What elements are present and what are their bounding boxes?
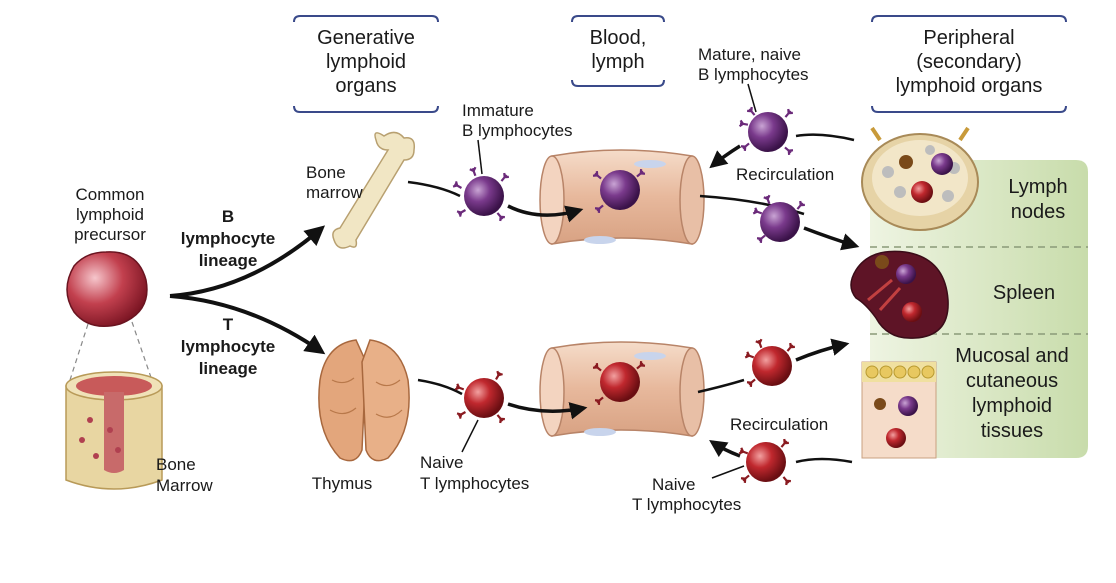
zoom-line bbox=[69, 323, 89, 381]
header-line: Peripheral bbox=[923, 27, 1014, 49]
precursor-cell-icon bbox=[66, 251, 148, 327]
label-line: Bone bbox=[156, 455, 196, 474]
label-line: lymphocyte bbox=[181, 229, 275, 248]
header-generative: Generative lymphoid organs bbox=[293, 15, 439, 113]
pointer-line bbox=[711, 465, 745, 479]
t-lineage-label: T lymphocyte lineage bbox=[181, 315, 275, 378]
flow-arrow bbox=[507, 204, 584, 223]
label-line: Marrow bbox=[156, 476, 213, 495]
bracket-bottom bbox=[571, 79, 665, 87]
b-cell-in-vessel bbox=[591, 168, 647, 214]
thymus-icon bbox=[318, 339, 410, 462]
label-line: lineage bbox=[199, 251, 258, 270]
label-line: lymphocyte bbox=[181, 337, 275, 356]
flow-arrow bbox=[803, 226, 860, 251]
pointer-line bbox=[461, 419, 479, 453]
spleen-label: Spleen bbox=[993, 282, 1055, 304]
label-line: Naive bbox=[652, 475, 695, 494]
recirculation-arrow bbox=[709, 144, 741, 169]
naive-t-left-label: Naive T lymphocytes bbox=[420, 453, 529, 493]
t-lineage-arrow bbox=[169, 294, 326, 355]
mature-b-cell-lower bbox=[752, 194, 806, 244]
pointer-line bbox=[477, 139, 483, 175]
naive-t-cell-left bbox=[454, 369, 506, 425]
t-cell-in-vessel bbox=[591, 360, 647, 406]
recirculation-bottom-label: Recirculation bbox=[730, 415, 828, 434]
label-line: B lymphocytes bbox=[698, 65, 809, 84]
recirculation-top-label: Recirculation bbox=[736, 165, 834, 184]
flow-arrow bbox=[507, 402, 588, 420]
organ-label-line: tissues bbox=[981, 420, 1043, 442]
label-line: marrow bbox=[306, 183, 363, 202]
flow-line bbox=[795, 457, 853, 464]
bone-marrow-section-icon bbox=[65, 371, 163, 490]
common-lymphoid-precursor-label: Common lymphoid precursor bbox=[74, 185, 146, 244]
label-line: T bbox=[223, 315, 234, 334]
naive-t-cell-upper-right bbox=[744, 338, 796, 388]
label-line: B lymphocytes bbox=[462, 121, 573, 140]
bone-icon bbox=[332, 131, 416, 249]
label-line: lymphoid bbox=[76, 205, 144, 224]
naive-t-cell-recirculating bbox=[738, 437, 792, 487]
label-line: B bbox=[222, 207, 234, 226]
organ-label-line: Mucosal and bbox=[955, 345, 1068, 367]
bracket-bottom bbox=[871, 105, 1067, 113]
b-lineage-arrow bbox=[169, 225, 326, 298]
pointer-line bbox=[747, 83, 757, 113]
organ-label-line: cutaneous bbox=[966, 370, 1058, 392]
label-line: Bone bbox=[306, 163, 346, 182]
lymph-node-icon bbox=[861, 126, 979, 231]
bracket-top bbox=[293, 15, 439, 23]
organ-label-line: Lymph bbox=[1008, 176, 1067, 198]
label-line: T lymphocytes bbox=[420, 474, 529, 493]
label-line: T lymphocytes bbox=[632, 495, 741, 514]
header-line: Generative bbox=[317, 27, 415, 49]
label-line: lineage bbox=[199, 359, 258, 378]
flow-line bbox=[407, 180, 461, 198]
organ-label-line: nodes bbox=[1011, 201, 1066, 223]
label-line: Mature, naive bbox=[698, 45, 801, 64]
bone-marrow-bottom-label: Bone Marrow bbox=[156, 455, 213, 495]
header-line: lymphoid bbox=[326, 51, 406, 73]
header-line: lymphoid organs bbox=[896, 75, 1043, 97]
mucosal-tissue-icon bbox=[861, 361, 937, 459]
flow-line bbox=[417, 378, 463, 396]
bone-marrow-top-label: Bone marrow bbox=[306, 163, 363, 202]
thymus-label: Thymus bbox=[312, 474, 372, 493]
header-blood-lymph: Blood, lymph bbox=[571, 15, 665, 87]
mucosal-label: Mucosal and cutaneous lymphoid tissues bbox=[955, 345, 1068, 442]
label-line: Immature bbox=[462, 101, 534, 120]
bracket-top bbox=[571, 15, 665, 23]
header-line: (secondary) bbox=[916, 51, 1022, 73]
label-line: Common bbox=[76, 185, 145, 204]
header-line: organs bbox=[335, 75, 396, 97]
label-line: Naive bbox=[420, 453, 463, 472]
flow-line bbox=[795, 133, 855, 142]
b-lineage-label: B lymphocyte lineage bbox=[181, 207, 275, 270]
zoom-line bbox=[131, 321, 157, 393]
immature-b-cell bbox=[451, 166, 510, 223]
bracket-top bbox=[871, 15, 1067, 23]
lymph-nodes-label: Lymph nodes bbox=[1008, 176, 1067, 223]
flow-line bbox=[697, 378, 745, 394]
immature-b-label: Immature B lymphocytes bbox=[462, 101, 573, 140]
bracket-bottom bbox=[293, 105, 439, 113]
mature-b-cell-recirculating bbox=[738, 105, 795, 156]
naive-t-right-label: Naive T lymphocytes bbox=[632, 475, 741, 514]
header-peripheral: Peripheral (secondary) lymphoid organs bbox=[871, 15, 1067, 113]
mature-b-label: Mature, naive B lymphocytes bbox=[698, 45, 809, 84]
flow-arrow bbox=[795, 338, 850, 362]
header-line: lymph bbox=[591, 51, 644, 73]
recirculation-arrow bbox=[709, 440, 741, 458]
header-line: Blood, bbox=[590, 27, 647, 49]
organ-label-line: lymphoid bbox=[972, 395, 1052, 417]
spleen-icon bbox=[850, 250, 949, 339]
label-line: precursor bbox=[74, 225, 146, 244]
